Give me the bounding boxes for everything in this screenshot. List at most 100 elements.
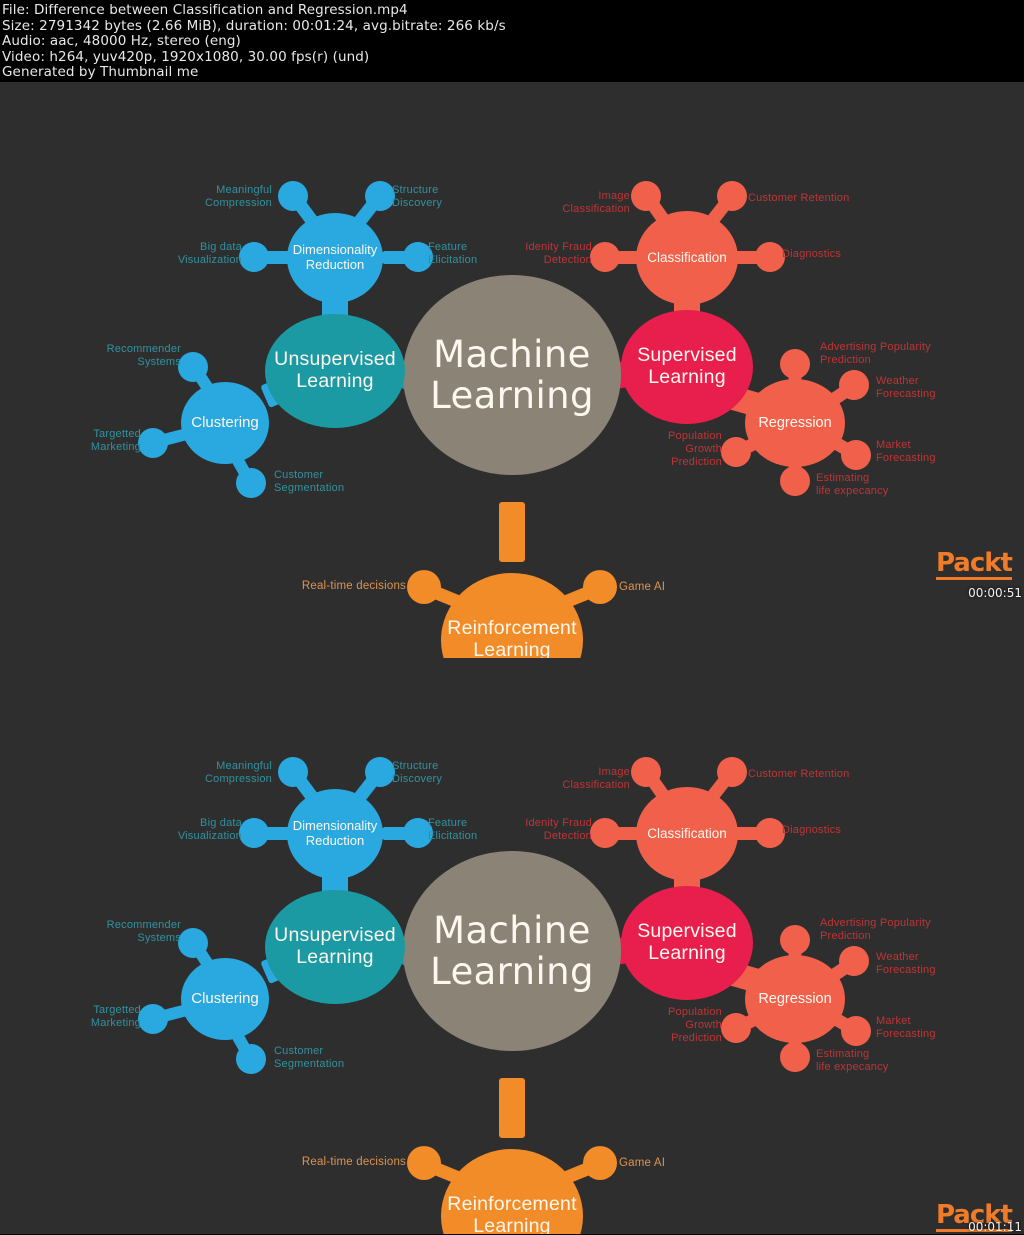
leaf-dot-market-forecasting-2[interactable] bbox=[841, 1016, 871, 1046]
label-population-growth-prediction-1: Population Growth Prediction bbox=[668, 430, 722, 468]
metadata-video-line: Video: h264, yuv420p, 1920x1080, 30.00 f… bbox=[2, 48, 370, 65]
label-recommender-systems-1: Recommender Systems bbox=[106, 343, 181, 368]
packt-wordmark-2: Packt bbox=[935, 1200, 1013, 1232]
leaf-dot-game-ai-1[interactable] bbox=[583, 570, 617, 604]
packt-wordmark-1: Packt bbox=[935, 548, 1013, 580]
label-customer-retention-1: Customer Retention bbox=[748, 192, 850, 204]
label-game-ai-2: Game AI bbox=[619, 1157, 666, 1169]
leaf-dot-weather-forecasting-1[interactable] bbox=[839, 370, 869, 400]
sub-node-classification-2-label: Classification bbox=[647, 826, 727, 842]
sub-node-clustering-1[interactable]: Clustering bbox=[181, 382, 269, 464]
label-weather-forecasting-1: Weather Forecasting bbox=[876, 375, 936, 400]
label-feature-elicitation-2: Feature Elicitation bbox=[428, 817, 478, 842]
frame-timestamp-1: 00:00:51 bbox=[968, 586, 1022, 600]
leaf-dot-idenity-fraud-detection-2[interactable] bbox=[590, 818, 620, 848]
sub-node-regression-1[interactable]: Regression bbox=[745, 379, 845, 467]
label-feature-elicitation-1: Feature Elicitation bbox=[428, 241, 478, 266]
label-meaningful-compression-1: Meaningful Compression bbox=[204, 184, 272, 209]
label-estimating-life-expecancy-2: Estimating life expecancy bbox=[816, 1048, 889, 1073]
leaf-dot-customer-segmentation-1[interactable] bbox=[236, 468, 266, 498]
leaf-dot-feature-elicitation-2[interactable] bbox=[403, 818, 433, 848]
leaf-dot-population-growth-2[interactable] bbox=[721, 1013, 751, 1043]
leaf-dot-customer-segmentation-2[interactable] bbox=[236, 1044, 266, 1074]
leaf-dot-idenity-fraud-detection-1[interactable] bbox=[590, 242, 620, 272]
label-big-data-visualization-1: Big data Visualization bbox=[177, 241, 242, 266]
leaf-dot-image-classification-2[interactable] bbox=[631, 757, 661, 787]
packt-logo-2: Packt bbox=[935, 1200, 1013, 1232]
frame-timestamp-2: 00:01:11 bbox=[968, 1220, 1022, 1234]
leaf-dot-feature-elicitation-1[interactable] bbox=[403, 242, 433, 272]
leaf-dot-big-data-visualization-1[interactable] bbox=[239, 242, 269, 272]
leaf-dot-game-ai-2[interactable] bbox=[583, 1146, 617, 1180]
label-real-time-decisions-2: Real-time decisions bbox=[301, 1156, 406, 1168]
label-real-time-decisions-1: Real-time decisions bbox=[301, 580, 406, 592]
label-diagnostics-1: Diagnostics bbox=[782, 248, 842, 260]
leaf-dot-real-time-decisions-2[interactable] bbox=[407, 1146, 441, 1180]
leaf-dot-advertising-popularity-2[interactable] bbox=[780, 925, 810, 955]
leaf-dot-weather-forecasting-2[interactable] bbox=[839, 946, 869, 976]
leaf-dot-diagnostics-1[interactable] bbox=[755, 242, 785, 272]
sub-node-regression-2-label: Regression bbox=[758, 990, 832, 1007]
leaf-dot-estimating-life-expecancy-1[interactable] bbox=[780, 466, 810, 496]
sub-node-clustering-2-label: Clustering bbox=[191, 989, 259, 1007]
sub-node-regression-1-label: Regression bbox=[758, 414, 832, 431]
leaf-dot-recommender-systems-1[interactable] bbox=[178, 352, 208, 382]
leaf-dot-meaningful-compression-1[interactable] bbox=[278, 181, 308, 211]
connector-reinforcement-core-2 bbox=[499, 1078, 525, 1138]
label-customer-segmentation-1: Customer Segmentation bbox=[274, 469, 345, 494]
label-idenity-fraud-detection-2: Idenity Fraud Detection bbox=[525, 817, 592, 842]
leaf-dot-population-growth-1[interactable] bbox=[721, 437, 751, 467]
leaf-dot-targetted-marketing-1[interactable] bbox=[138, 428, 168, 458]
video-metadata-header: File: Difference between Classification … bbox=[0, 0, 1024, 82]
leaf-dot-market-forecasting-1[interactable] bbox=[841, 440, 871, 470]
label-structure-discovery-1: Structure Discovery bbox=[392, 184, 443, 209]
label-market-forecasting-1: Market Forecasting bbox=[876, 439, 936, 464]
sub-node-regression-2[interactable]: Regression bbox=[745, 955, 845, 1043]
label-big-data-visualization-2: Big data Visualization bbox=[177, 817, 242, 842]
sub-node-classification-1[interactable]: Classification bbox=[636, 211, 738, 305]
leaf-dot-diagnostics-2[interactable] bbox=[755, 818, 785, 848]
leaf-dot-structure-discovery-2[interactable] bbox=[365, 757, 395, 787]
leaf-dot-big-data-visualization-2[interactable] bbox=[239, 818, 269, 848]
label-game-ai-1: Game AI bbox=[619, 581, 666, 593]
sub-node-classification-2[interactable]: Classification bbox=[636, 787, 738, 881]
leaf-dot-customer-retention-1[interactable] bbox=[717, 181, 747, 211]
connector-reinforcement-core-1 bbox=[499, 502, 525, 562]
leaf-dot-structure-discovery-1[interactable] bbox=[365, 181, 395, 211]
leaf-dot-meaningful-compression-2[interactable] bbox=[278, 757, 308, 787]
leaf-dot-image-classification-1[interactable] bbox=[631, 181, 661, 211]
label-estimating-life-expecancy-1: Estimating life expecancy bbox=[816, 472, 889, 497]
packt-logo-1: Packt bbox=[935, 548, 1013, 580]
leaf-dot-targetted-marketing-2[interactable] bbox=[138, 1004, 168, 1034]
leaf-dot-advertising-popularity-1[interactable] bbox=[780, 349, 810, 379]
sub-node-clustering-2[interactable]: Clustering bbox=[181, 958, 269, 1040]
leaf-dot-customer-retention-2[interactable] bbox=[717, 757, 747, 787]
leaf-dot-recommender-systems-2[interactable] bbox=[178, 928, 208, 958]
sub-node-classification-1-label: Classification bbox=[647, 250, 727, 266]
leaf-dot-estimating-life-expecancy-2[interactable] bbox=[780, 1042, 810, 1072]
leaf-dot-real-time-decisions-1[interactable] bbox=[407, 570, 441, 604]
label-image-classification-2: Image Classification bbox=[562, 766, 630, 791]
label-idenity-fraud-detection-1: Idenity Fraud Detection bbox=[525, 241, 592, 266]
